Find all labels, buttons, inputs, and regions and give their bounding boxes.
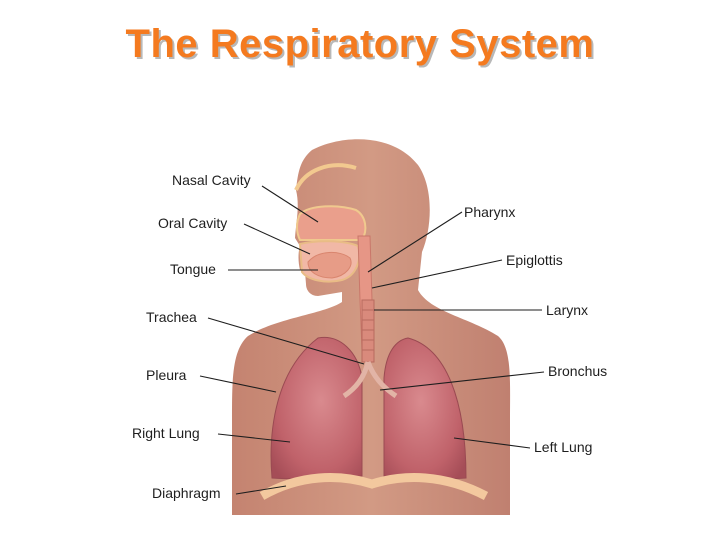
label-left-lung: Left Lung [534, 439, 592, 455]
label-pharynx: Pharynx [464, 204, 515, 220]
leader-epiglottis [371, 259, 503, 289]
leader-bronchus [379, 371, 545, 391]
trachea-tube [361, 299, 375, 363]
label-diaphragm: Diaphragm [152, 485, 220, 501]
label-right-lung: Right Lung [132, 425, 200, 441]
leader-right-lung [217, 433, 291, 443]
leader-pleura [199, 375, 277, 393]
leader-left-lung [453, 437, 531, 449]
label-trachea: Trachea [146, 309, 197, 325]
bronchi [342, 361, 398, 399]
diaphragm-shape [259, 473, 489, 500]
leader-nasal-cavity [261, 185, 319, 223]
label-bronchus: Bronchus [548, 363, 607, 379]
leader-trachea [207, 317, 365, 365]
label-pleura: Pleura [146, 367, 187, 383]
leader-pharynx [367, 211, 463, 273]
nasal-bone-rim [294, 163, 357, 191]
tongue-shape [307, 252, 352, 279]
nasal-cavity-shape [296, 205, 367, 241]
label-oral-cavity: Oral Cavity [158, 215, 227, 231]
trachea-rings [362, 309, 374, 351]
label-tongue: Tongue [170, 261, 216, 277]
label-larynx: Larynx [546, 302, 588, 318]
slide-title: The Respiratory System [125, 22, 595, 66]
leader-diaphragm [235, 485, 287, 495]
label-nasal-cavity: Nasal Cavity [172, 172, 251, 188]
label-epiglottis: Epiglottis [506, 252, 563, 268]
leader-oral-cavity [243, 223, 311, 255]
